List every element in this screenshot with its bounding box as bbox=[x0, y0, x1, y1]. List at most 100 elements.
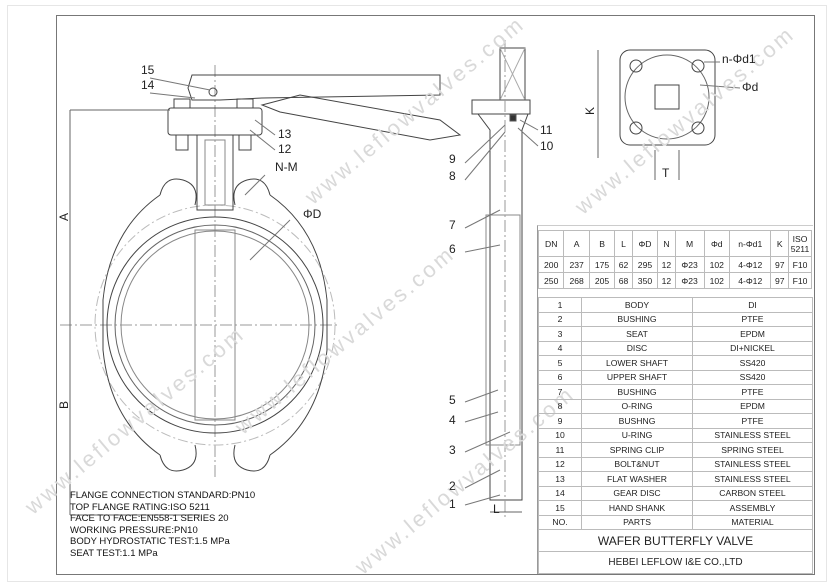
callout-phi-d: Φd bbox=[742, 80, 759, 94]
table-cell: 4-Φ12 bbox=[728, 272, 772, 289]
table-cell: ASSEMBLY bbox=[692, 500, 813, 516]
table-cell: 11 bbox=[538, 442, 582, 458]
table-cell: BUSHING bbox=[581, 311, 693, 327]
table-cell: Φ23 bbox=[674, 272, 705, 289]
table-cell: 13 bbox=[538, 471, 582, 487]
table-cell: 4 bbox=[538, 340, 582, 356]
callout-14: 14 bbox=[141, 78, 155, 92]
callout-11: 11 bbox=[540, 123, 553, 137]
dim-a: A bbox=[57, 212, 72, 222]
table-cell: 200 bbox=[537, 256, 565, 273]
drawing-title: WAFER BUTTERFLY VALVE bbox=[538, 529, 813, 552]
table-cell: 4-Φ12 bbox=[728, 256, 772, 273]
note: BODY HYDROSTATIC TEST:1.5 MPa bbox=[70, 536, 230, 547]
table-cell: F10 bbox=[788, 272, 812, 289]
table-cell: FLAT WASHER bbox=[581, 471, 693, 487]
note: FACE TO FACE:EN558-1 SERIES 20 bbox=[70, 513, 229, 524]
callout-2: 2 bbox=[449, 479, 456, 493]
header-cell: ISO 5211 bbox=[788, 230, 812, 257]
table-cell: PTFE bbox=[692, 311, 813, 327]
table-header-row: DN A B L ΦD N M Φd n-Φd1 K ISO 5211 bbox=[537, 230, 812, 257]
table-cell: 237 bbox=[563, 256, 590, 273]
table-cell: LOWER SHAFT bbox=[581, 355, 693, 371]
callout-7: 7 bbox=[449, 218, 456, 232]
table-cell: STAINLESS STEEL bbox=[692, 471, 813, 487]
table-cell: SS420 bbox=[692, 355, 813, 371]
dim-t: T bbox=[662, 166, 670, 180]
top-flange-view bbox=[597, 49, 741, 180]
table-cell: 10 bbox=[538, 427, 582, 443]
page-border bbox=[7, 5, 827, 582]
table-cell: 97 bbox=[770, 256, 789, 273]
table-cell: 295 bbox=[631, 256, 659, 273]
table-cell: CARBON STEEL bbox=[692, 485, 813, 501]
header-cell: ΦD bbox=[631, 230, 659, 257]
table-cell: 3 bbox=[538, 326, 582, 342]
table-cell: DI+NICKEL bbox=[692, 340, 813, 356]
table-cell: 9 bbox=[538, 413, 582, 429]
header-cell: K bbox=[770, 230, 789, 257]
table-cell: EPDM bbox=[692, 326, 813, 342]
table-cell: GEAR DISC bbox=[581, 485, 693, 501]
header-cell: N bbox=[657, 230, 676, 257]
table-cell: STAINLESS STEEL bbox=[692, 427, 813, 443]
table-cell: 12 bbox=[657, 256, 676, 273]
header-cell: NO. bbox=[538, 514, 582, 530]
header-cell: M bbox=[674, 230, 705, 257]
callout-10: 10 bbox=[540, 139, 554, 153]
header-cell: A bbox=[563, 230, 590, 257]
callout-4: 4 bbox=[449, 413, 456, 427]
header-cell: Φd bbox=[703, 230, 730, 257]
table-cell: 97 bbox=[770, 272, 789, 289]
note: FLANGE CONNECTION STANDARD:PN10 bbox=[70, 490, 256, 501]
note: TOP FLANGE RATING:ISO 5211 bbox=[70, 501, 210, 513]
table-cell: 12 bbox=[657, 272, 676, 289]
table-cell: 250 bbox=[537, 272, 565, 289]
table-cell: 175 bbox=[588, 256, 616, 273]
table-cell: 7 bbox=[538, 384, 582, 400]
callout-phi-d-outer: ΦD bbox=[303, 207, 322, 221]
table-cell: U-RING bbox=[581, 427, 693, 443]
callout-n-phi-d1: n-Φd1 bbox=[722, 52, 756, 66]
callout-8: 8 bbox=[449, 169, 456, 183]
table-cell: 350 bbox=[631, 272, 659, 289]
table-cell: 14 bbox=[538, 485, 582, 501]
table-cell: SPRING CLIP bbox=[581, 442, 693, 458]
table-cell: 102 bbox=[703, 256, 730, 273]
drawing-frame bbox=[56, 15, 815, 575]
dim-k: K bbox=[583, 106, 598, 116]
table-cell: 62 bbox=[614, 256, 633, 273]
technical-notes: FLANGE CONNECTION STANDARD:PN10 TOP FLAN… bbox=[70, 490, 255, 559]
table-cell: DISC bbox=[581, 340, 693, 356]
table-panel bbox=[537, 225, 813, 574]
front-view bbox=[60, 65, 462, 516]
table-cell: Φ23 bbox=[674, 256, 705, 273]
header-cell: MATERIAL bbox=[692, 514, 813, 530]
table-cell: 1 bbox=[538, 297, 582, 313]
callout-9: 9 bbox=[449, 152, 456, 166]
table-cell: BODY bbox=[581, 297, 693, 313]
header-cell: PARTS bbox=[581, 514, 693, 530]
side-view bbox=[464, 40, 539, 520]
callout-12: 12 bbox=[278, 142, 292, 156]
company-name: HEBEI LEFLOW I&E CO.,LTD bbox=[538, 551, 813, 574]
table-cell: EPDM bbox=[692, 398, 813, 414]
table-cell: 6 bbox=[538, 369, 582, 385]
callout-1: 1 bbox=[449, 497, 456, 511]
table-cell: SEAT bbox=[581, 326, 693, 342]
table-cell: 205 bbox=[588, 272, 616, 289]
table-cell: SPRING STEEL bbox=[692, 442, 813, 458]
